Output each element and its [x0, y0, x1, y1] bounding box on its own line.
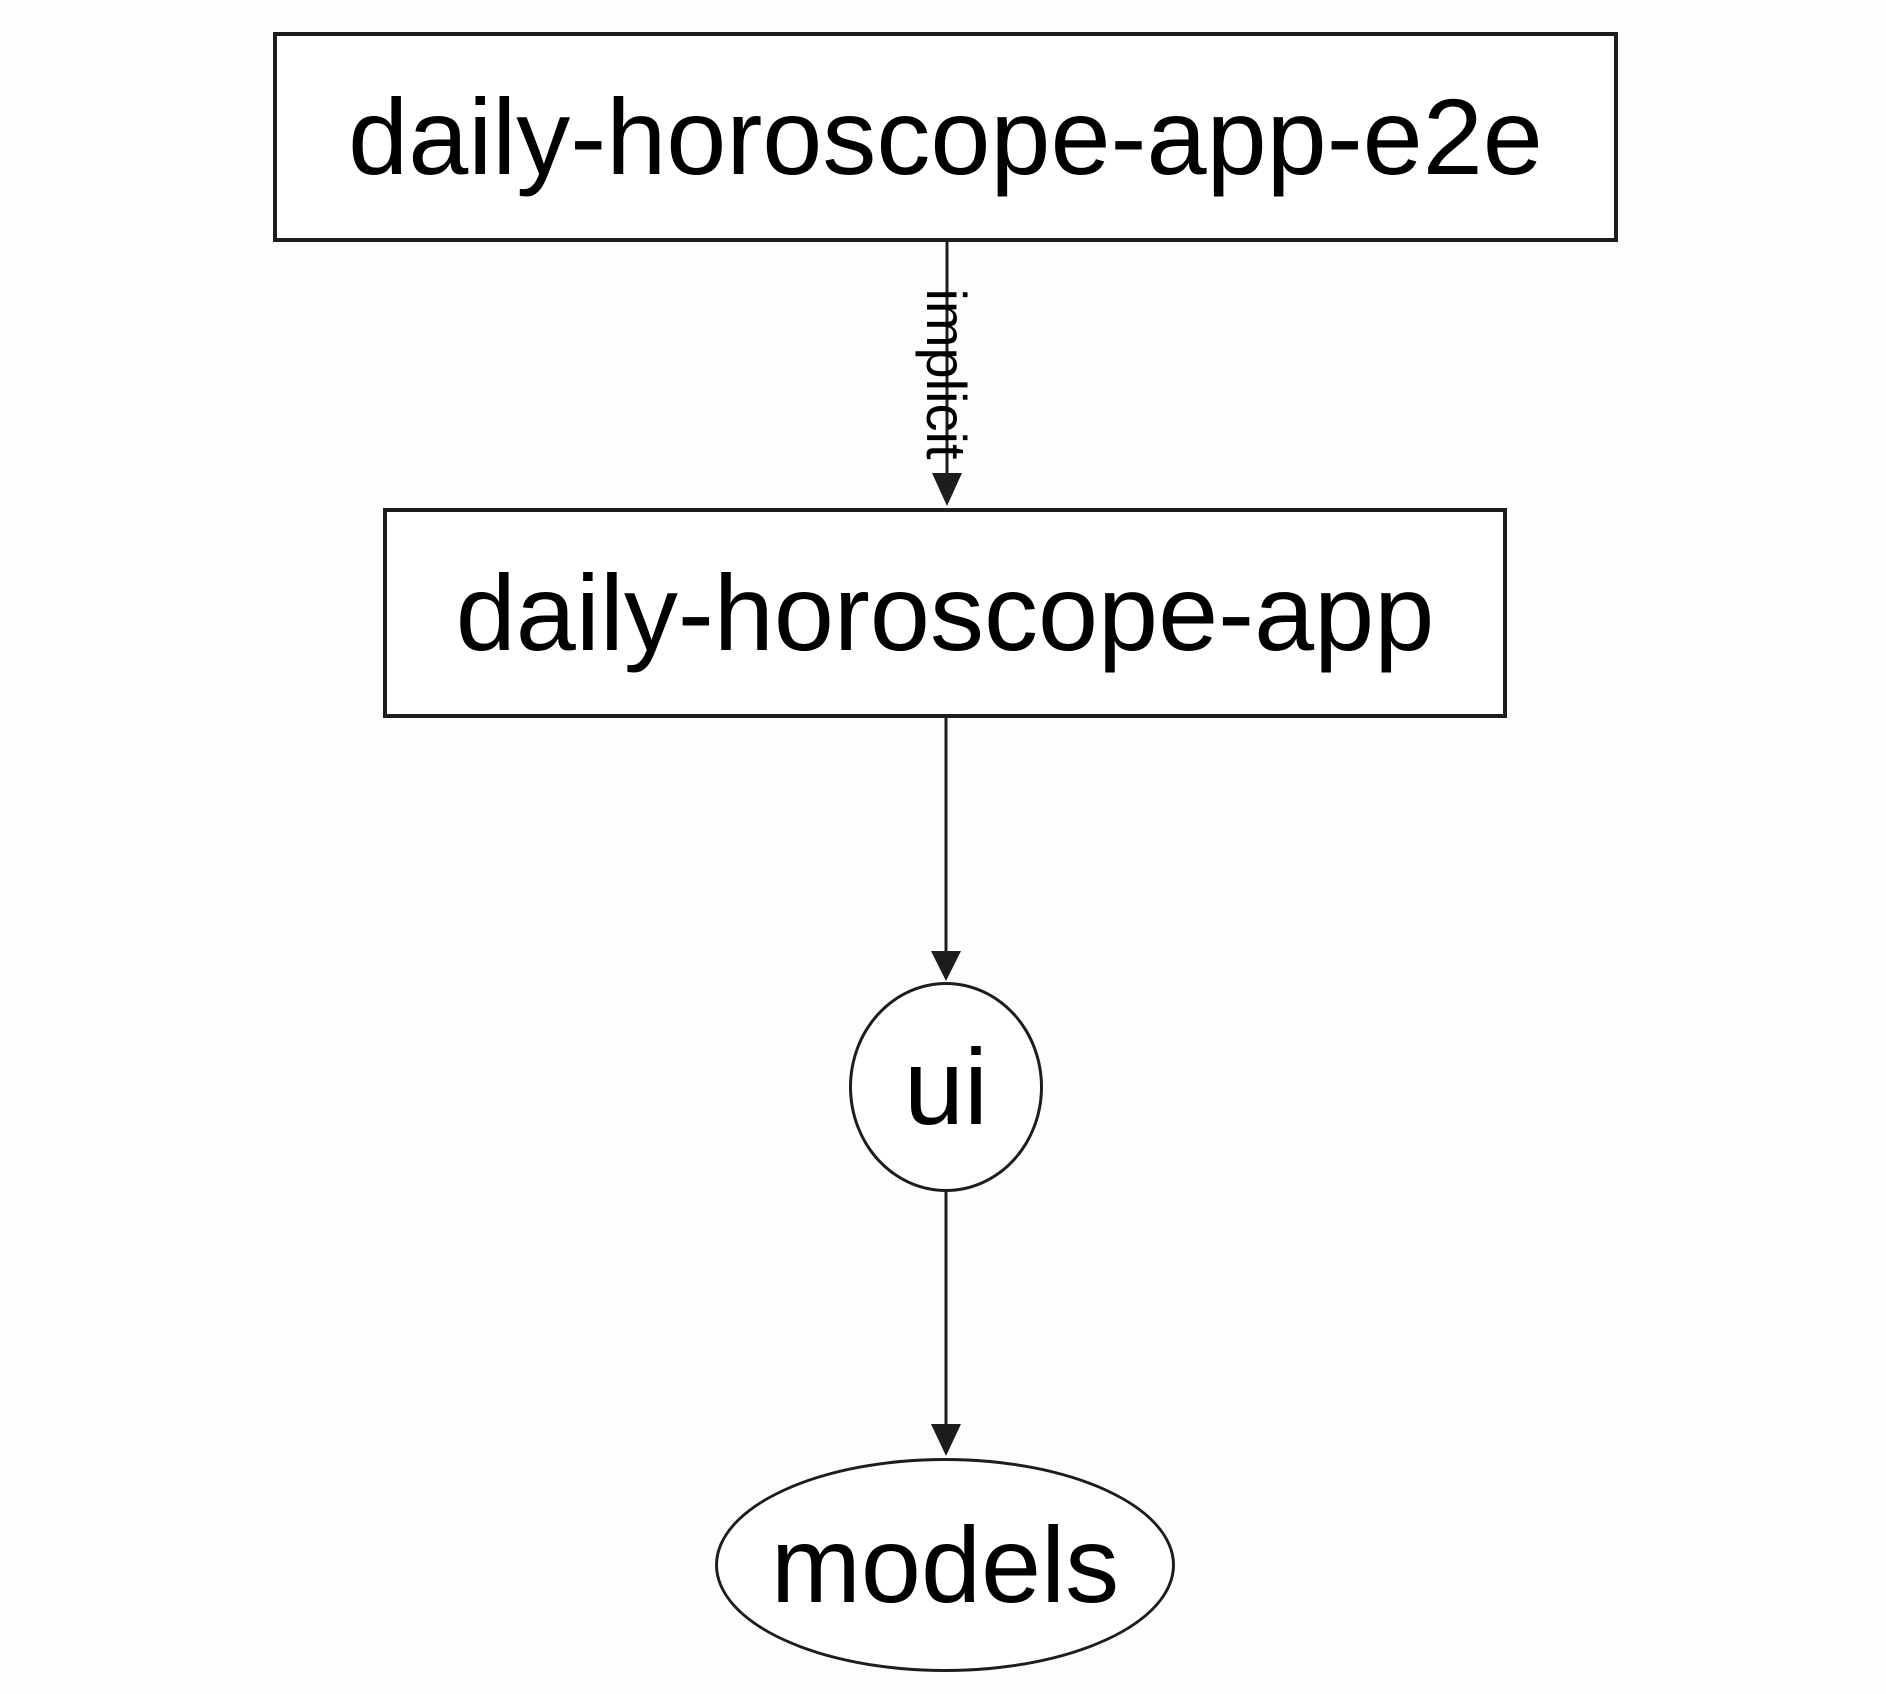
node-daily-horoscope-app: daily-horoscope-app — [383, 508, 1507, 718]
node-ui: ui — [849, 982, 1043, 1192]
node-models: models — [715, 1458, 1175, 1672]
node-label: ui — [903, 1026, 989, 1147]
node-label: models — [770, 1504, 1120, 1625]
node-label: daily-horoscope-app — [455, 552, 1435, 673]
edge-label-implicit: implicit — [915, 288, 978, 460]
arrowhead-icon-app-to-ui — [931, 951, 961, 981]
arrowhead-icon-ui-to-models — [931, 1424, 961, 1456]
node-label: daily-horoscope-app-e2e — [348, 76, 1543, 197]
arrowhead-icon-e2e-to-app — [932, 473, 962, 506]
node-daily-horoscope-app-e2e: daily-horoscope-app-e2e — [273, 32, 1618, 242]
